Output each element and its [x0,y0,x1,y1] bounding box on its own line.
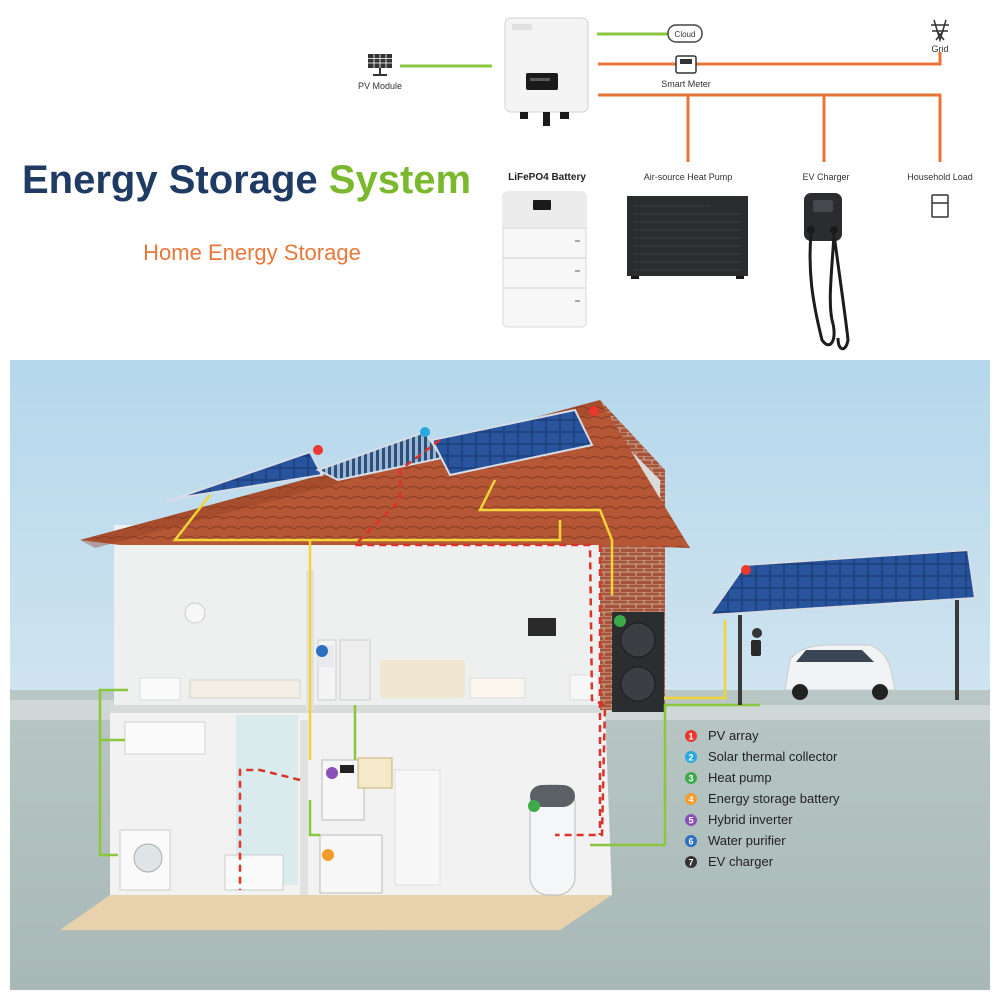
legend-item: 2 Solar thermal collector [685,749,838,764]
badge-battery-4 [322,849,334,861]
bedroom [139,602,301,701]
pv-module-icon [368,54,392,76]
legend-label: PV array [708,728,759,743]
legend-label: Hybrid inverter [708,812,793,827]
lower-partition [300,720,308,895]
battery-label: LiFePO4 Battery [508,172,586,183]
legend-number-badge [685,751,697,763]
grid-label: Grid [931,44,948,54]
legend-number-badge [685,856,697,868]
badge-inverter-5 [326,767,338,779]
main-title: Energy Storage System [22,158,471,202]
floor-divider [110,705,610,713]
ev-charger-label: EV Charger [802,172,849,182]
roof-pv-array-2 [430,408,594,477]
legend-number: 4 [688,795,693,805]
grid-line [598,52,942,66]
badge-ev-charger-7 [752,628,762,638]
cloud-icon [667,24,703,43]
outdoor-heat-pump [612,612,664,712]
badge-heat-pump-3 [614,615,626,627]
badge-carport-pv-1 [741,565,751,575]
bathtub [224,854,284,891]
legend-number-badge [685,730,697,742]
legend-number: 3 [688,774,693,784]
carport-ev-charger [751,640,761,656]
load-bus-line [598,93,942,162]
carport [707,548,977,705]
red-dashed-piping [238,439,607,890]
badge-pv-1 [313,445,323,455]
legend-number: 5 [688,816,693,826]
legend-item: 3 Heat pump [685,770,772,785]
badge-water-purifier-6 [316,645,328,657]
yellow-wiring [172,479,727,760]
lifepo4-battery-device [502,191,587,328]
title-part-1: Energy Storage [22,158,318,202]
grid-tower-icon [931,19,949,43]
controller-panel [357,757,393,789]
legend-label: Heat pump [708,770,772,785]
cloud-label: Cloud [675,30,696,39]
legend-label: Water purifier [708,833,786,848]
radiator [394,769,441,886]
household-load-label: Household Load [907,172,973,182]
battery-unit [319,834,383,894]
badge-pv-1b [589,406,599,416]
pv-module-label: PV Module [358,81,402,91]
legend-number-badge [685,814,697,826]
ev-charger-device [804,193,850,351]
legend-item: 1 PV array [685,728,759,743]
legend-number: 1 [688,732,693,742]
legend-number: 6 [688,837,693,847]
legend-number-badge [685,793,697,805]
carport-pv-array [707,548,977,617]
legend-label: Solar thermal collector [708,749,838,764]
legend-number: 2 [688,753,693,763]
air-conditioner-indoor [124,721,206,755]
green-wiring [98,688,760,857]
connection-lines [400,32,942,162]
smart-meter-icon [675,55,697,74]
heat-pump-label: Air-source Heat Pump [644,172,733,182]
air-source-heat-pump-device [627,196,748,279]
title-part-2: System [329,158,471,202]
legend-item: 7 EV charger [685,854,774,869]
legend-item: 4 Energy storage battery [685,791,840,806]
legend-number: 7 [688,858,693,868]
top-schematic: PV Module Cloud Grid Smart Meter LiFe [22,17,973,351]
floor-slab [60,895,612,930]
electric-car [784,644,896,700]
badge-thermal-2 [420,427,430,437]
legend-label: EV charger [708,854,774,869]
badge-water-heater-3 [528,800,540,812]
hybrid-inverter-device [504,17,589,126]
legend-label: Energy storage battery [708,791,840,806]
legend-item: 6 Water purifier [685,833,786,848]
house-scene: 1 PV array 2 Solar thermal collector 3 Heat p… [10,360,990,990]
subtitle: Home Energy Storage [143,240,361,265]
smart-meter-label: Smart Meter [661,79,711,89]
legend-number-badge [685,772,697,784]
roof-pv-array-1 [164,450,324,503]
legend-number-badge [685,835,697,847]
legend-item: 5 Hybrid inverter [685,812,793,827]
household-load-icon [931,194,949,218]
legend: 1 PV array 2 Solar thermal collector 3 Heat p… [685,728,840,869]
